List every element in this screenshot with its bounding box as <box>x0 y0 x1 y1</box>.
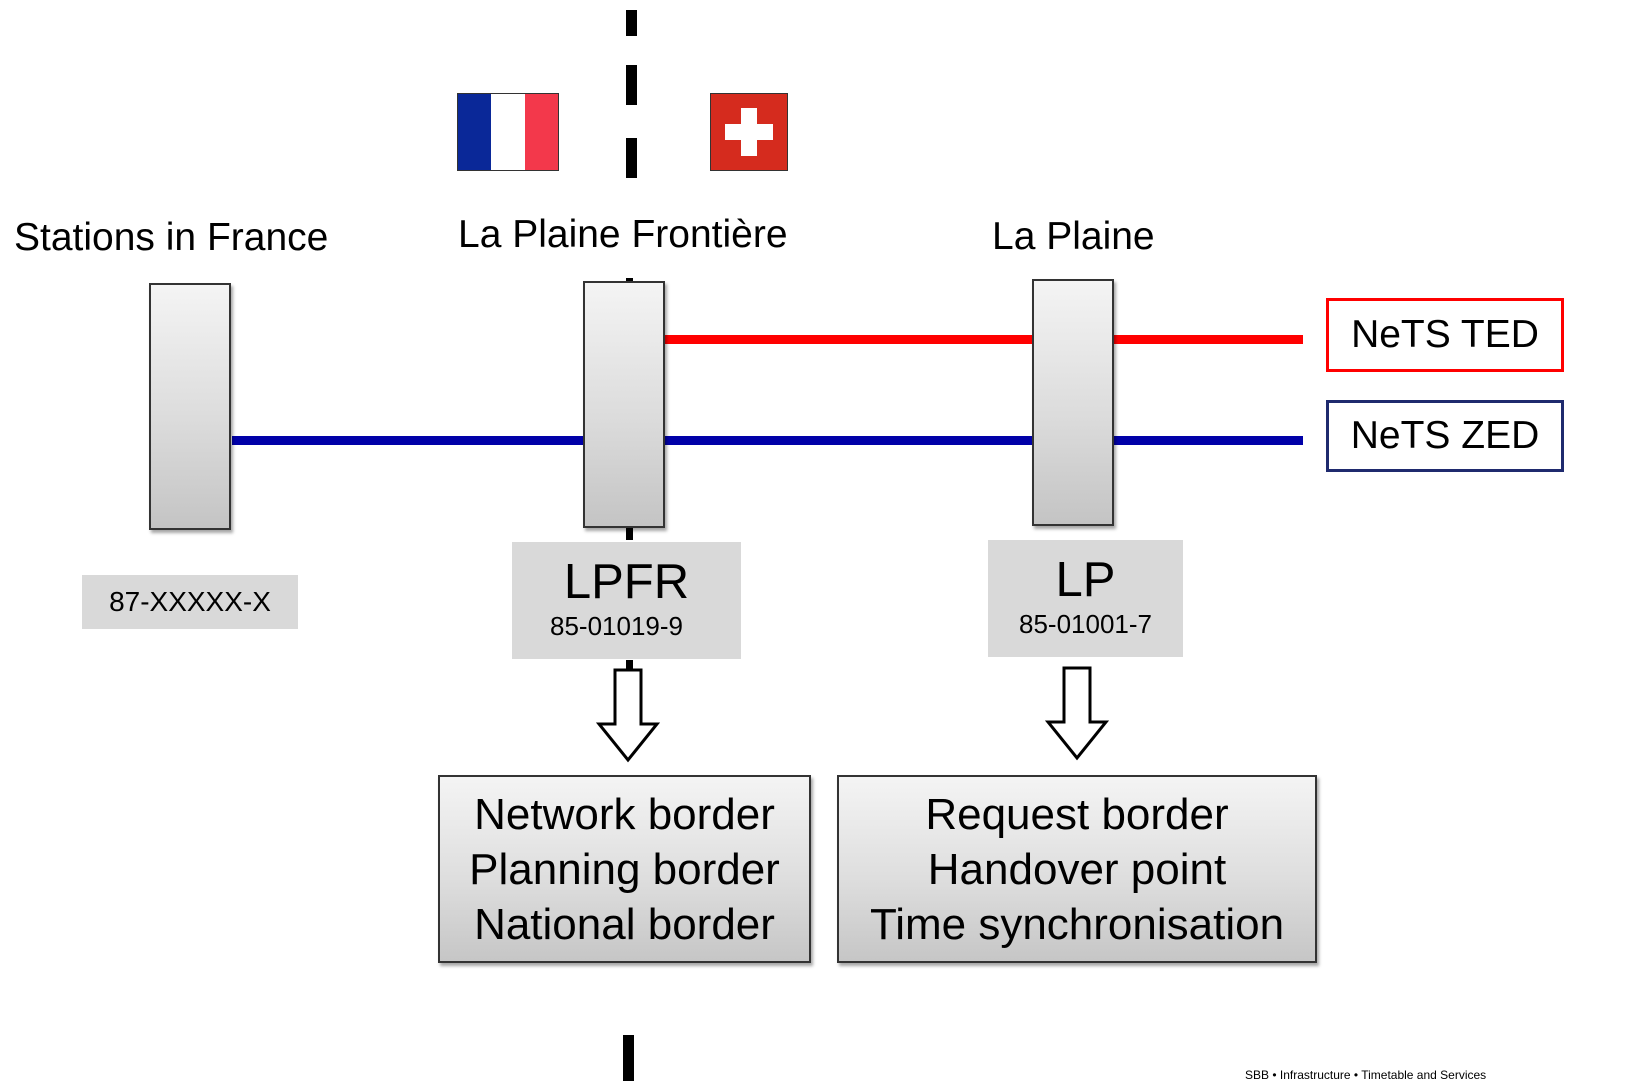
nets-ted-line <box>663 335 1303 344</box>
role-planning-border: Planning border <box>469 844 780 894</box>
handover-roles-box: Request border Handover point Time synch… <box>837 775 1317 963</box>
station-label-la-plaine: La Plaine <box>992 215 1155 258</box>
national-border-dash <box>626 138 637 178</box>
station-label-la-plaine-frontiere: La Plaine Frontière <box>458 213 788 256</box>
legend-nets-ted: NeTS TED <box>1326 298 1564 372</box>
role-network-border: Network border <box>474 789 775 839</box>
france-flag-stripe-white <box>491 93 525 171</box>
france-flag-icon <box>457 93 559 171</box>
role-handover-point: Handover point <box>927 844 1227 894</box>
role-national-border: National border <box>474 899 775 949</box>
border-roles-box: Network border Planning border National … <box>438 775 811 963</box>
france-flag-stripe-blue <box>457 93 491 171</box>
national-border-dash <box>626 10 637 36</box>
nets-zed-line <box>232 436 1303 445</box>
arrow-down-icon <box>596 668 660 763</box>
station-code-lpfr: LPFR 85-01019-9 <box>512 542 741 659</box>
station-code-france-number: 87-XXXXX-X <box>109 586 271 617</box>
station-code-lp-number: 85-01001-7 <box>1019 609 1152 639</box>
switzerland-flag-icon <box>710 93 788 171</box>
station-box-lp <box>1032 279 1114 526</box>
station-label-france: Stations in France <box>14 216 329 259</box>
station-box-lpfr <box>583 281 665 528</box>
national-border-dash <box>626 65 637 105</box>
footer-text: SBB • Infrastructure • Timetable and Ser… <box>1245 1068 1487 1082</box>
station-code-france: 87-XXXXX-X <box>82 575 298 629</box>
role-request-border: Request border <box>925 789 1229 839</box>
legend-nets-zed-label: NeTS ZED <box>1350 414 1540 457</box>
france-flag-stripe-red <box>525 93 559 171</box>
national-border-dash <box>623 1035 634 1081</box>
station-abbr-lpfr: LPFR <box>563 555 690 609</box>
station-code-lpfr-number: 85-01019-9 <box>550 611 683 641</box>
station-code-lp: LP 85-01001-7 <box>988 540 1183 657</box>
station-abbr-lp: LP <box>1055 553 1116 607</box>
arrow-down-icon <box>1045 666 1109 761</box>
role-time-synchronisation: Time synchronisation <box>869 899 1285 949</box>
legend-nets-zed: NeTS ZED <box>1326 400 1564 472</box>
station-box-france <box>149 283 231 530</box>
legend-nets-ted-label: NeTS TED <box>1351 313 1539 356</box>
national-border-dash <box>626 520 633 540</box>
